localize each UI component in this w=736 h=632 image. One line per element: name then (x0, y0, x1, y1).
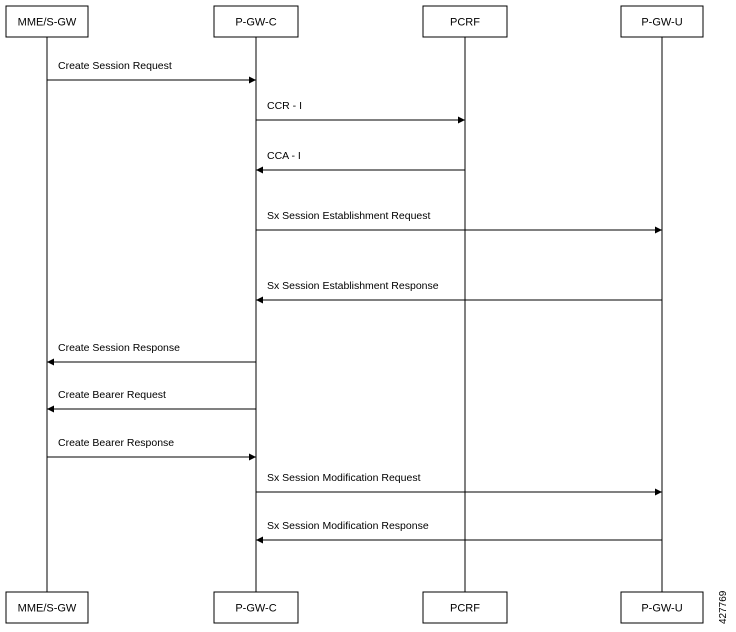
actor-label: P-GW-C (235, 17, 276, 29)
message-label: CCR - I (267, 100, 302, 112)
message-label: Sx Session Modification Response (267, 520, 429, 532)
message-6: Create Session Response (47, 342, 256, 366)
message-5: Sx Session Establishment Response (256, 280, 662, 304)
actor-box (620, 5, 704, 38)
figure-id: 427769 (718, 590, 729, 624)
message-3: CCA - I (256, 150, 465, 174)
message-9: Sx Session Modification Request (256, 472, 662, 496)
message-label: Create Session Response (58, 342, 180, 354)
message-label: CCA - I (267, 150, 301, 162)
actors-top: MME/S-GW P-GW-C PCRF P-GW-U (5, 5, 704, 38)
actor-label: P-GW-U (641, 603, 682, 615)
actor-label: MME/S-GW (18, 603, 77, 615)
message-label: Create Bearer Request (58, 389, 166, 401)
actors-bottom: MME/S-GW P-GW-C PCRF P-GW-U (5, 591, 704, 624)
actor-label: PCRF (450, 17, 480, 29)
actor-pgwu-top: P-GW-U (620, 5, 704, 38)
actor-box (620, 591, 704, 624)
message-label: Sx Session Modification Request (267, 472, 421, 484)
message-label: Sx Session Establishment Response (267, 280, 439, 292)
actor-box (213, 5, 299, 38)
message-label: Create Bearer Response (58, 437, 174, 449)
actor-box (422, 591, 508, 624)
message-label: Create Session Request (58, 60, 172, 72)
actor-pcrf-top: PCRF (422, 5, 508, 38)
message-4: Sx Session Establishment Request (256, 210, 662, 234)
actor-mme-bottom: MME/S-GW (5, 591, 89, 624)
actor-label: P-GW-U (641, 17, 682, 29)
actor-mme-top: MME/S-GW (5, 5, 89, 38)
message-8: Create Bearer Response (47, 437, 256, 461)
actor-label: P-GW-C (235, 603, 276, 615)
actor-label: PCRF (450, 603, 480, 615)
actor-pgwu-bottom: P-GW-U (620, 591, 704, 624)
message-2: CCR - I (256, 100, 465, 124)
actor-box (5, 591, 89, 624)
actor-pgwc-top: P-GW-C (213, 5, 299, 38)
actor-box (422, 5, 508, 38)
actor-pgwc-bottom: P-GW-C (213, 591, 299, 624)
message-10: Sx Session Modification Response (256, 520, 662, 544)
actor-pcrf-bottom: PCRF (422, 591, 508, 624)
actor-box (5, 5, 89, 38)
message-label: Sx Session Establishment Request (267, 210, 430, 222)
message-1: Create Session Request (47, 60, 256, 84)
actor-box (213, 591, 299, 624)
lifelines (46, 37, 663, 592)
actor-label: MME/S-GW (18, 17, 77, 29)
message-7: Create Bearer Request (47, 389, 256, 413)
